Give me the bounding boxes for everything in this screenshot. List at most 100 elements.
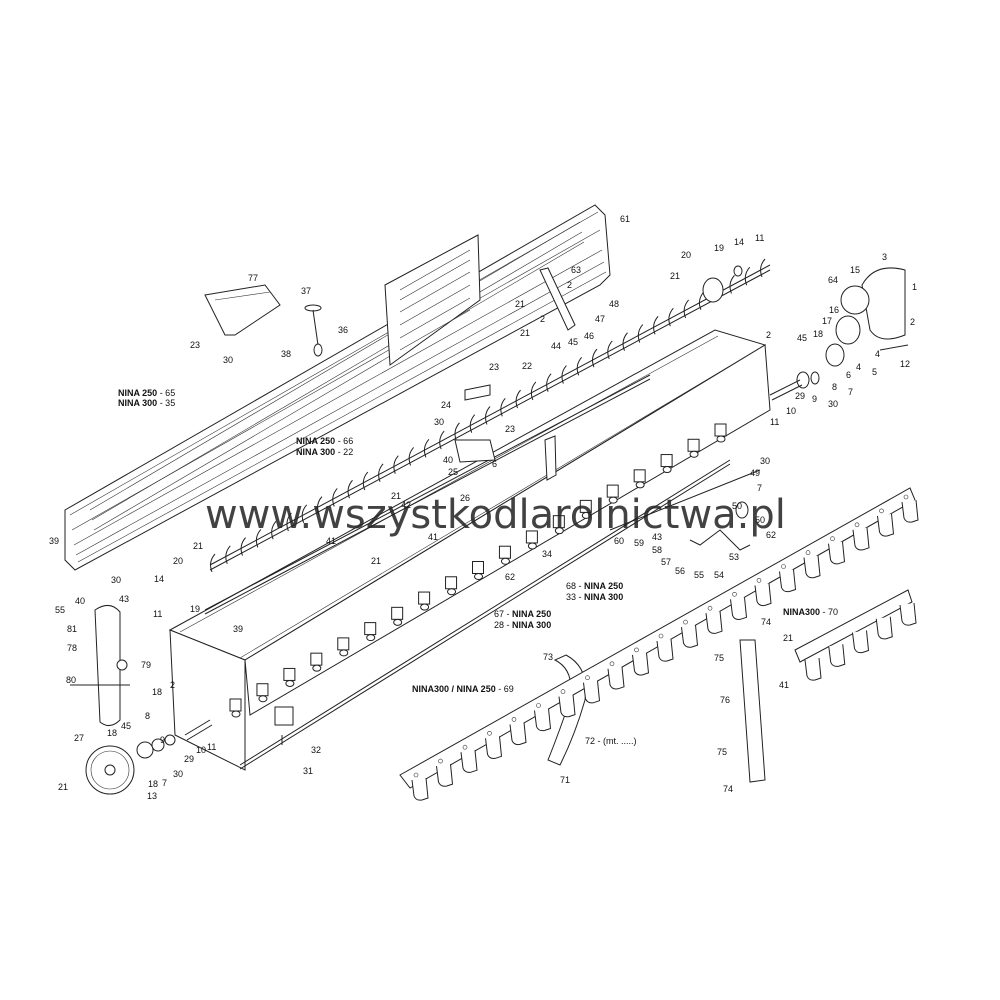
label: 44 bbox=[551, 341, 561, 351]
label: 41 bbox=[779, 680, 789, 690]
coulter bbox=[779, 564, 797, 593]
label: 21 bbox=[670, 271, 680, 281]
label: 9 bbox=[160, 735, 165, 745]
coulter-bar-70 bbox=[794, 589, 913, 663]
spiral-coil bbox=[454, 422, 460, 442]
label: 21 bbox=[515, 299, 525, 309]
label: 22 bbox=[522, 361, 532, 371]
hopper-box bbox=[168, 329, 771, 771]
seed-unit bbox=[256, 683, 269, 703]
label: 29 bbox=[184, 754, 194, 764]
coulter bbox=[875, 616, 893, 640]
label: 75 bbox=[717, 747, 727, 757]
spiral-coil bbox=[637, 324, 644, 343]
label-67: 67 - NINA 250 bbox=[494, 609, 551, 619]
label: 29 bbox=[795, 391, 805, 401]
seed-unit bbox=[472, 561, 484, 580]
fitting-32 bbox=[274, 706, 294, 745]
coulter bbox=[754, 578, 772, 607]
coulters-70 bbox=[804, 602, 917, 681]
label: 30 bbox=[760, 456, 770, 466]
spiral-coil bbox=[439, 430, 445, 450]
coulters-69 bbox=[411, 494, 919, 801]
label: 64 bbox=[828, 275, 838, 285]
label: 61 bbox=[620, 214, 630, 224]
sprocket-27 bbox=[85, 719, 213, 795]
label: 30 bbox=[111, 575, 121, 585]
label: 49 bbox=[750, 468, 760, 478]
spiral-coil bbox=[744, 266, 751, 286]
label: 55 bbox=[694, 570, 704, 580]
label: 45 bbox=[568, 337, 578, 347]
spiral-coil bbox=[546, 373, 552, 392]
label: 39 bbox=[49, 536, 59, 546]
label: 81 bbox=[67, 624, 77, 634]
label: 2 bbox=[766, 330, 771, 340]
label: 12 bbox=[900, 359, 910, 369]
spiral-coil bbox=[332, 488, 338, 507]
label: 7 bbox=[848, 387, 853, 397]
spiral-coil bbox=[622, 332, 628, 351]
seed-unit bbox=[525, 530, 538, 550]
label: 50 bbox=[755, 515, 765, 525]
label: 20 bbox=[173, 556, 183, 566]
spiral-coil bbox=[576, 357, 583, 376]
seed-unit bbox=[498, 545, 511, 565]
label: 39 bbox=[233, 624, 243, 634]
seed-unit bbox=[283, 667, 296, 687]
label: 21 bbox=[520, 328, 530, 338]
label: 45 bbox=[121, 721, 131, 731]
spiral-coil bbox=[408, 447, 414, 466]
coulter bbox=[583, 675, 601, 704]
label: 17 bbox=[822, 316, 832, 326]
label: 63 bbox=[571, 265, 581, 275]
coulter bbox=[899, 602, 917, 626]
spiral-coil bbox=[729, 275, 735, 294]
label: 62 bbox=[766, 530, 776, 540]
coulter bbox=[877, 508, 895, 537]
handle-37 bbox=[304, 304, 323, 357]
label: 38 bbox=[281, 349, 291, 359]
label: 4 bbox=[856, 362, 861, 372]
label: 21 bbox=[371, 556, 381, 566]
label: 54 bbox=[714, 570, 724, 580]
label-28: 28 - NINA 300 bbox=[494, 620, 551, 630]
label: 5 bbox=[872, 367, 877, 377]
label: 23 bbox=[489, 362, 499, 372]
seed-unit bbox=[418, 591, 431, 611]
label: 36 bbox=[338, 325, 348, 335]
label: 56 bbox=[675, 566, 685, 576]
label: 48 bbox=[609, 299, 619, 309]
label: 76 bbox=[720, 695, 730, 705]
spiral-coil bbox=[301, 504, 308, 524]
label: 18 bbox=[152, 687, 162, 697]
label: 21 bbox=[193, 541, 203, 551]
label: 27 bbox=[74, 733, 84, 743]
label: 2 bbox=[910, 317, 915, 327]
seed-unit bbox=[660, 454, 673, 474]
spiral-coil bbox=[515, 389, 521, 409]
coulter bbox=[485, 730, 503, 759]
spiral-coil bbox=[286, 512, 292, 532]
coulter bbox=[852, 522, 870, 551]
seed-unit bbox=[606, 484, 619, 504]
spiral-coil bbox=[607, 340, 613, 360]
label: 25 bbox=[448, 467, 458, 477]
right-drive-assembly bbox=[702, 265, 909, 401]
seed-unit bbox=[687, 438, 700, 458]
coulter bbox=[705, 605, 723, 634]
label: 14 bbox=[154, 574, 164, 584]
label: 20 bbox=[681, 250, 691, 260]
label: 55 bbox=[55, 605, 65, 615]
label: 14 bbox=[734, 237, 744, 247]
label: 11 bbox=[207, 742, 216, 752]
label: 16 bbox=[829, 305, 839, 315]
spiral-coil bbox=[378, 463, 384, 483]
label: 31 bbox=[303, 766, 313, 776]
label: 3 bbox=[882, 252, 887, 262]
seed-unit bbox=[445, 576, 458, 596]
label-70: NINA300 - 70 bbox=[783, 607, 838, 617]
spiral-coil bbox=[316, 496, 323, 515]
label: 2 bbox=[540, 314, 545, 324]
label-68: 68 - NINA 250 bbox=[566, 581, 623, 591]
